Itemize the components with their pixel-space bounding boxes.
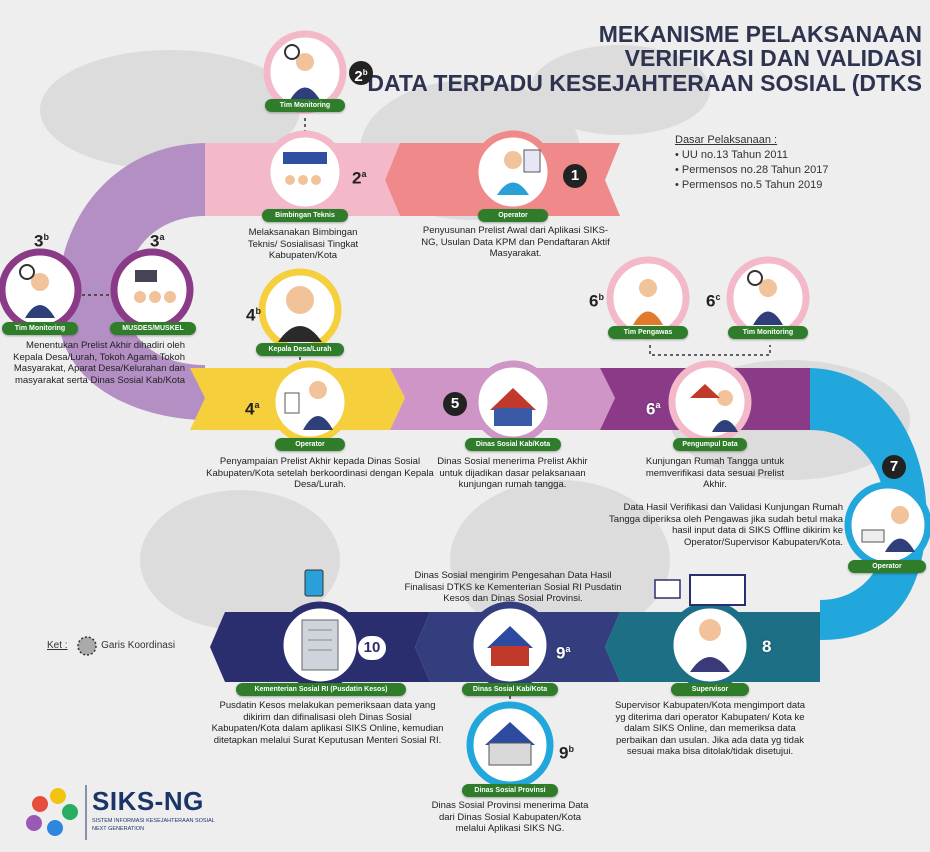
legal-item: • Permensos no.5 Tahun 2019: [675, 179, 823, 191]
label-bimbingan-teknis: Bimbingan Teknis: [262, 209, 348, 222]
step-number-8: 8: [762, 637, 772, 656]
legend: Ket : Garis Koordinasi: [47, 640, 175, 651]
legal-item-text: Permensos no.28 Tahun 2017: [681, 164, 829, 176]
title-line-3: DATA TERPADU KESEJAHTERAAN SOSIAL (DTKS: [367, 70, 922, 96]
desc-step-8: Supervisor Kabupaten/Kota mengimport dat…: [614, 700, 806, 757]
label-musdes-muskel: MUSDES/MUSKEL: [110, 322, 196, 335]
laptop-illustration: [654, 574, 746, 606]
label-dinas-sosial-5: Dinas Sosial Kab/Kota: [465, 438, 561, 451]
siks-ng-logo-subtitle-2: NEXT GENERATION: [92, 826, 145, 832]
desc-step-5: Dinas Sosial menerima Prelist Akhir untu…: [437, 456, 588, 490]
house-icon-5: [490, 388, 536, 426]
label-dinas-sosial-provinsi: Dinas Sosial Provinsi: [462, 784, 558, 797]
step-number-9b: 9b: [559, 743, 574, 763]
title-line-2: VERIFIKASI DAN VALIDASI: [624, 45, 922, 71]
desc-step-1: Penyusunan Prelist Awal dari Aplikasi SI…: [421, 225, 610, 259]
legal-item: • Permensos no.28 Tahun 2017: [675, 164, 829, 176]
title-line-1: MEKANISME PELAKSANAAN: [598, 21, 922, 47]
label-tim-monitoring-3b: Tim Monitoring: [2, 322, 78, 335]
left-curve-band: [57, 143, 205, 420]
step-number-5: 5: [443, 392, 467, 416]
label-kementerian-sosial: Kementerian Sosial RI (Pusdatin Kesos): [236, 683, 406, 696]
coordination-line-6: [649, 345, 771, 356]
group-icon-3a: [134, 270, 176, 303]
desc-step-2a: Melaksanakan Bimbingan Teknis/ Sosialisa…: [247, 227, 359, 261]
step-number-2b: 2b: [349, 61, 373, 85]
label-pengumpul-data: Pengumpul Data: [673, 438, 747, 451]
step-number-6c: 6c: [706, 291, 721, 311]
desc-step-9a: Dinas Sosial mengirim Pengesahan Data Ha…: [404, 570, 622, 604]
person-icon-4a: [284, 381, 333, 430]
label-tim-monitoring-6c: Tim Monitoring: [728, 326, 808, 339]
step-number-4b: 4b: [246, 305, 261, 325]
desc-step-10: Pusdatin Kesos melakukan pemeriksaan dat…: [211, 700, 444, 746]
label-tim-pengawas: Tim Pengawas: [608, 326, 688, 339]
person-icon-8: [690, 619, 730, 672]
label-tim-monitoring-2b: Tim Monitoring: [265, 99, 345, 112]
person-icon-2b: [284, 44, 320, 100]
desc-step-6a: Kunjungan Rumah Tangga untuk memverifika…: [645, 456, 785, 490]
label-operator-4a: Operator: [275, 438, 345, 451]
legend-text: Garis Koordinasi: [101, 640, 176, 651]
label-dinas-sosial-9a: Dinas Sosial Kab/Kota: [462, 683, 558, 696]
siks-ng-logo-text: SIKS-NG: [92, 786, 204, 816]
legend-ket: Ket :: [47, 640, 68, 651]
person-icon-1: [497, 149, 541, 195]
legal-basis-heading: Dasar Pelaksanaan :: [675, 134, 778, 146]
legal-item-text: UU no.13 Tahun 2011: [681, 149, 788, 161]
step-number-3a: 3a: [150, 231, 165, 251]
legal-item-text: Permensos no.5 Tahun 2019: [681, 179, 823, 191]
label-supervisor: Supervisor: [671, 683, 749, 696]
siks-ng-logo-subtitle: SISTEM INFORMASI KESEJAHTERAAN SOSIAL: [92, 818, 215, 824]
person-icon-6a: [690, 384, 738, 432]
desc-step-3a: Menentukan Prelist Akhir dihadiri oleh K…: [13, 340, 185, 386]
person-icon-3b: [19, 264, 55, 318]
step-number-9a: 9a: [556, 643, 571, 663]
step-number-6a: 6a: [646, 399, 661, 419]
person-icon-6b: [633, 279, 663, 325]
step-number-2a: 2a: [352, 168, 367, 188]
building-icon-9b: [485, 722, 535, 766]
siks-logo-mark: [26, 788, 78, 836]
step-number-4a: 4a: [245, 399, 260, 419]
house-icon-9a: [487, 626, 533, 666]
desc-step-4a: Penyampaian Prelist Akhir kepada Dinas S…: [206, 456, 434, 490]
step-number-3b: 3b: [34, 231, 49, 251]
legal-item: • UU no.13 Tahun 2011: [675, 149, 788, 161]
building-icon-10: [301, 619, 339, 671]
person-icon-7: [861, 506, 915, 552]
person-icon-6c: [747, 270, 783, 325]
label-kepala-desa: Kepala Desa/Lurah: [256, 343, 344, 356]
tablet-illustration: [304, 569, 324, 597]
person-icon-4b: [278, 286, 322, 342]
label-operator-1: Operator: [478, 209, 548, 222]
step-number-6b: 6b: [589, 291, 604, 311]
step-number-7: 7: [882, 455, 906, 479]
label-operator-7: Operator: [848, 560, 926, 573]
legal-basis: Dasar Pelaksanaan : • UU no.13 Tahun 201…: [675, 133, 829, 193]
legend-dotted-circle: [77, 636, 97, 656]
person-icons: [19, 44, 915, 766]
step-number-10: 10: [358, 636, 386, 660]
desc-step-9b: Dinas Sosial Provinsi menerima Data dari…: [431, 800, 589, 834]
desc-step-7: Data Hasil Verifikasi dan Validasi Kunju…: [609, 502, 843, 548]
group-icon-2a: [283, 152, 327, 185]
step-number-1: 1: [563, 164, 587, 188]
